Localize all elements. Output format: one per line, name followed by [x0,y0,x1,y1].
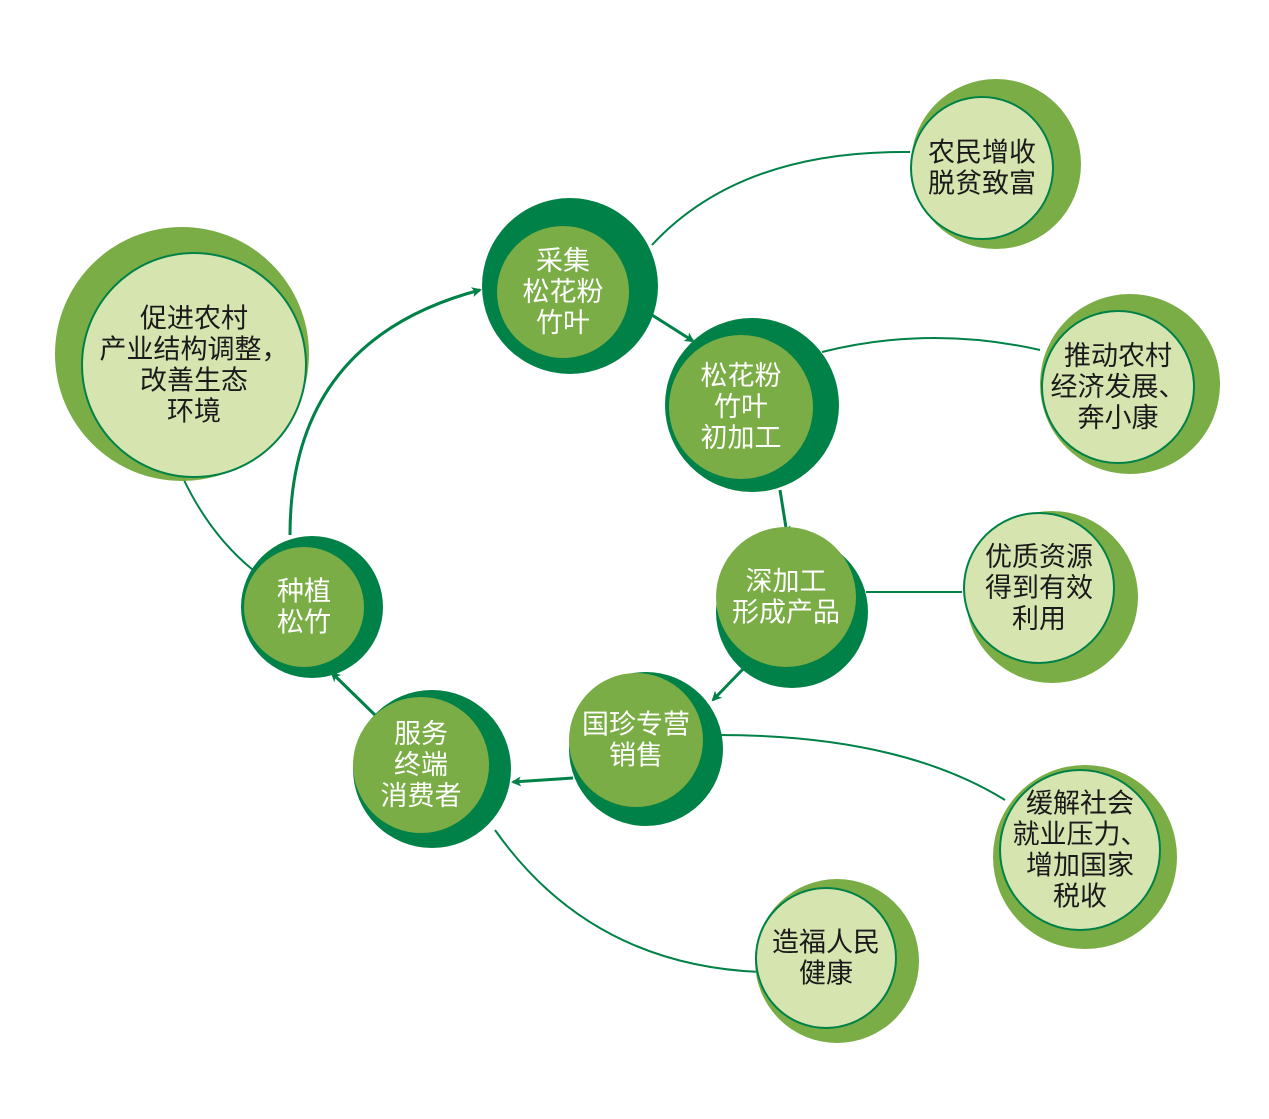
node-label: 国珍专营销售 [582,710,690,772]
node-core [755,887,897,1029]
cycle-node-caiji: 采集松花粉竹叶 [482,198,658,374]
node-label-line: 改善生态 [140,366,248,397]
node-label-line: 采集 [536,246,590,277]
cycle-node-fuwu: 服务终端消费者 [353,690,511,848]
node-core [716,527,856,667]
arrow-xiaoshou-fuwu [511,776,574,787]
node-core [569,673,703,807]
benefit-node-jiuye: 缓解社会就业压力、增加国家税收 [993,765,1177,949]
node-core [353,697,489,833]
cycle-node-shenjiagong: 深加工形成产品 [716,527,868,688]
node-label-line: 形成产品 [732,598,840,629]
node-label-line: 松花粉 [701,361,782,392]
benefit-connectors [182,150,1041,973]
node-label-line: 利用 [1012,604,1066,635]
node-label-line: 促进农村 [140,304,248,335]
node-label-line: 消费者 [381,781,462,812]
node-label-line: 国珍专营 [582,710,690,741]
node-core [244,547,364,667]
cycle-arrows [288,287,791,787]
node-core [910,96,1054,240]
node-label-line: 税收 [1053,882,1107,913]
node-label: 种植松竹 [277,577,331,639]
node-label-line: 服务 [394,719,448,750]
node-label-line: 松竹 [277,608,331,639]
node-label-line: 得到有效 [985,573,1093,604]
benefit-node-jiankang: 造福人民健康 [755,879,919,1043]
node-label-line: 奔小康 [1078,403,1159,434]
node-label: 造福人民健康 [772,928,880,990]
node-label-line: 深加工 [746,567,827,598]
node-label-line: 销售 [609,741,663,772]
node-label-line: 经济发展、 [1051,372,1186,403]
node-core [999,769,1161,931]
node-label-line: 就业压力、 [1013,820,1148,851]
node-label: 农民增收脱贫致富 [928,138,1036,200]
node-label-line: 环境 [167,397,221,428]
node-label: 推动农村经济发展、奔小康 [1051,341,1186,434]
node-label: 服务终端消费者 [381,719,462,812]
node-label-line: 终端 [394,750,448,781]
node-core [669,335,813,479]
arrow-shenjiagong-xiaoshou [711,666,746,702]
connector-caiji-nongmin [651,150,911,246]
node-label-line: 初加工 [701,423,782,454]
benefit-node-nongmin: 农民增收脱贫致富 [910,79,1081,249]
node-label: 优质资源得到有效利用 [985,542,1093,635]
node-core [81,252,307,478]
node-label: 深加工形成产品 [732,567,840,629]
node-label-line: 产业结构调整， [100,335,289,366]
node-label-line: 推动农村 [1064,341,1172,372]
node-label: 松花粉竹叶初加工 [701,361,782,454]
node-label-line: 脱贫致富 [928,169,1036,200]
node-core [497,226,629,358]
benefit-node-jingji: 推动农村经济发展、奔小康 [1040,294,1220,474]
cycle-node-xiaoshou: 国珍专营销售 [569,672,723,826]
connector-chujiagong-jingji [821,336,1041,353]
cycle-node-chujiagong: 松花粉竹叶初加工 [665,318,839,492]
benefit-node-ziyuan: 优质资源得到有效利用 [963,511,1138,683]
node-label-line: 健康 [799,959,853,990]
node-label-line: 增加国家 [1026,851,1134,882]
node-label: 采集松花粉竹叶 [523,246,604,339]
node-label-line: 缓解社会 [1026,789,1134,820]
node-label-line: 优质资源 [985,542,1093,573]
arrow-fuwu-zhongzhi [330,671,379,719]
node-label-line: 竹叶 [536,308,590,339]
connector-zhongzhi-nongcun [182,477,254,571]
node-label: 促进农村产业结构调整，改善生态环境 [100,304,289,428]
node-core [963,512,1115,664]
arrow-zhongzhi-caiji [288,287,482,536]
node-label: 缓解社会就业压力、增加国家税收 [1013,789,1148,913]
benefit-node-nongcun: 促进农村产业结构调整，改善生态环境 [55,227,309,481]
node-label-line: 竹叶 [714,392,768,423]
node-core [1041,310,1195,464]
node-label-line: 造福人民 [772,928,880,959]
connector-xiaoshou-jiuye [717,734,1006,801]
node-label-line: 农民增收 [928,138,1036,169]
cycle-node-zhongzhi: 种植松竹 [241,536,383,678]
node-label-line: 种植 [277,577,331,608]
arrow-chujiagong-shenjiagong [778,489,791,536]
node-label-line: 松花粉 [523,277,604,308]
connector-fuwu-jiankang [494,829,761,973]
arrow-caiji-chujiagong [651,313,695,343]
